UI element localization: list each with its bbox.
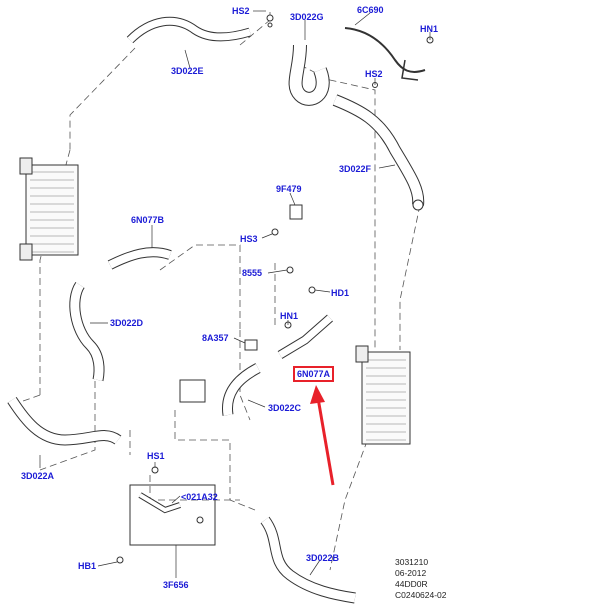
label-3d022f: 3D022F (339, 164, 372, 174)
intercooler-right (355, 345, 411, 445)
highlight-box-6n077a: 6N077A (293, 366, 335, 382)
meta-line-2: 06-2012 (395, 568, 427, 578)
label-3f656: 3F656 (163, 580, 189, 590)
hoses (7, 16, 426, 604)
label-hn1-top: HN1 (420, 24, 439, 34)
label-3d022a: 3D022A (21, 471, 55, 481)
meta-line-4: C0240624-02 (395, 590, 447, 600)
label-hd1: HD1 (331, 288, 350, 298)
fittings (116, 14, 434, 564)
drawing-meta: 3031210 06-2012 44DD0R C0240624-02 (395, 557, 447, 601)
label-3d022g: 3D022G (290, 12, 324, 22)
label-3d022c: 3D022C (268, 403, 302, 413)
red-arrow-icon (310, 385, 335, 486)
label-9f479: 9F479 (276, 184, 302, 194)
label-021a32: <021A32 (181, 492, 218, 502)
label-3d022e: 3D022E (171, 66, 204, 76)
label-hs2-top: HS2 (232, 6, 250, 16)
leader-lines (39, 10, 431, 578)
label-hs1: HS1 (147, 451, 165, 461)
label-3d022d: 3D022D (110, 318, 144, 328)
label-8a357: 8A357 (202, 333, 229, 343)
label-3d022b: 3D022B (306, 553, 340, 563)
meta-line-3: 44DD0R (395, 579, 428, 589)
label-hs3: HS3 (240, 234, 258, 244)
label-hn1-mid: HN1 (280, 311, 299, 321)
label-6n077a: 6N077A (297, 369, 331, 379)
label-6c690: 6C690 (357, 5, 384, 15)
meta-line-1: 3031210 (395, 557, 429, 567)
intercooler-left (19, 157, 79, 261)
label-8555: 8555 (242, 268, 263, 278)
label-hs2-mid: HS2 (365, 69, 383, 79)
label-6n077b: 6N077B (131, 215, 165, 225)
label-hb1: HB1 (78, 561, 97, 571)
